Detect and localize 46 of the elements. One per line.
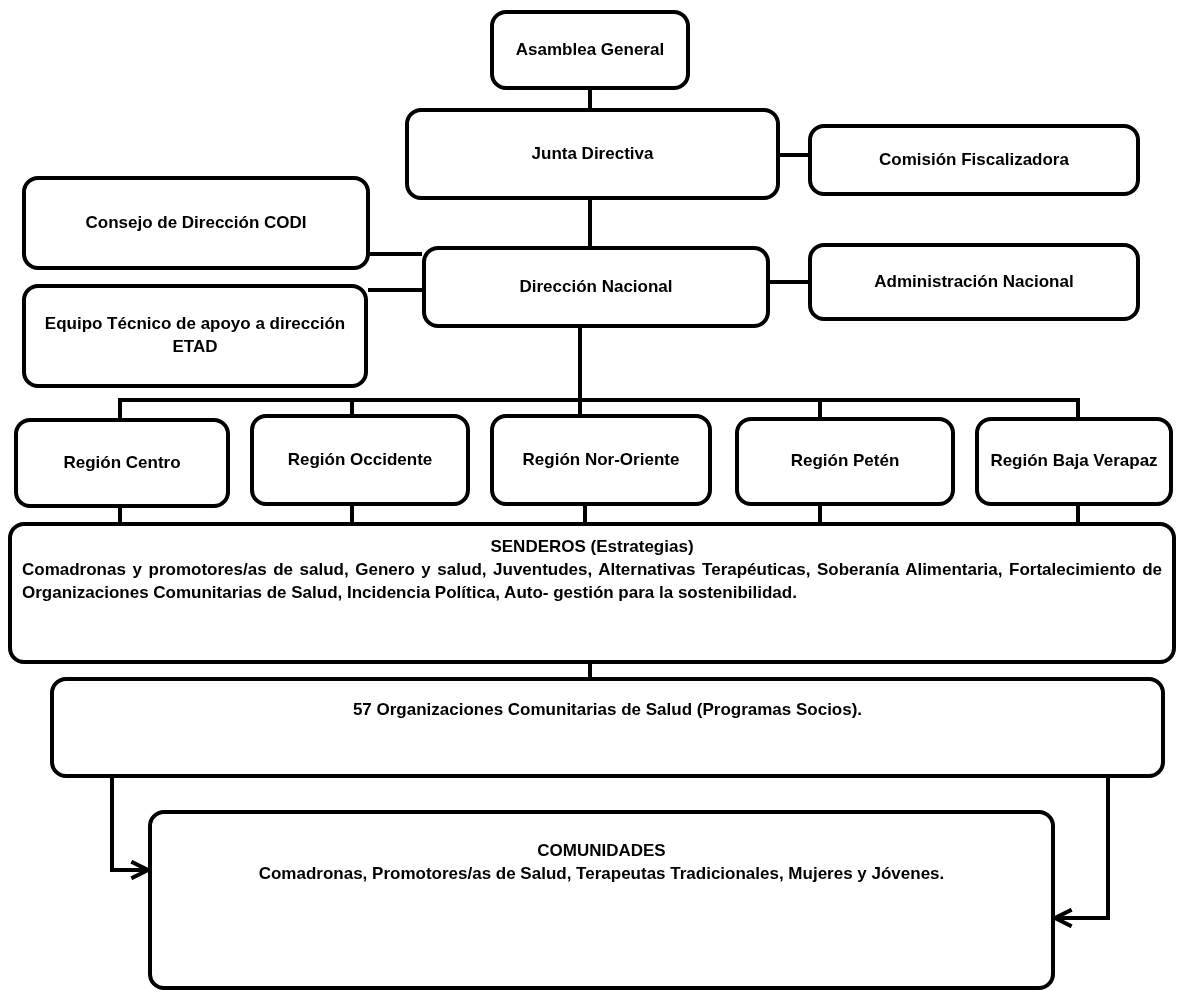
connector-line [588, 200, 592, 246]
org-box [22, 176, 370, 270]
connector-line [368, 288, 422, 292]
org-box [490, 10, 690, 90]
org-box [490, 414, 712, 506]
connector-line [583, 506, 587, 522]
org-box [22, 284, 368, 388]
connector-line [350, 506, 354, 522]
box-label: 57 Organizaciones Comunitarias de Salud (Programas Socios). [352, 699, 863, 721]
box-label: Equipo Técnico de apoyo a dirección ETAD [43, 313, 347, 358]
box-label: Región Occidente [287, 448, 433, 471]
box-label: Asamblea General [515, 38, 665, 61]
arrow [1053, 778, 1110, 929]
org-box [975, 417, 1173, 506]
section-heading: SENDEROS (Estrategias) [490, 536, 694, 558]
box-label: Región Centro [63, 451, 181, 474]
box-label: Administración Nacional [874, 270, 1074, 293]
org-box [8, 522, 1176, 664]
connector-line [818, 506, 822, 522]
org-box [808, 243, 1140, 321]
org-box [250, 414, 470, 506]
connector-line [1076, 506, 1080, 522]
connector-line [588, 664, 592, 677]
arrow [110, 778, 150, 881]
connector-line [588, 90, 592, 108]
org-box [405, 108, 780, 200]
connector-line [780, 153, 808, 157]
org-box [14, 418, 230, 508]
org-box [735, 417, 955, 506]
box-label: Región Nor-Oriente [522, 448, 680, 471]
org-box [148, 810, 1055, 990]
org-box [50, 677, 1165, 778]
box-label: Junta Directiva [531, 142, 654, 165]
box-label: Comisión Fiscalizadora [879, 148, 1069, 171]
connector-line [118, 508, 122, 522]
description-text: Comadronas y promotores/as de salud, Genero y salud, Juventudes, Alternativas Terapéuticas, Soberanía Alimentaria, Fortalecimiento de Organizaciones Comunitarias de Salud, Incidencia Política, Auto- gestión para la sostenibilidad. [22, 558, 1162, 604]
connector-line [770, 280, 808, 284]
box-label: Dirección Nacional [519, 275, 673, 298]
section-heading: COMUNIDADES [537, 840, 666, 862]
org-box [808, 124, 1140, 196]
box-label: Región Baja Verapaz [990, 450, 1158, 473]
description-text: Comadronas, Promotores/as de Salud, Terapeutas Tradicionales, Mujeres y Jóvenes. [258, 862, 945, 885]
box-label: Consejo de Dirección CODI [85, 211, 307, 234]
org-box [422, 246, 770, 328]
connector-line [370, 252, 422, 256]
box-label: Región Petén [790, 450, 900, 473]
